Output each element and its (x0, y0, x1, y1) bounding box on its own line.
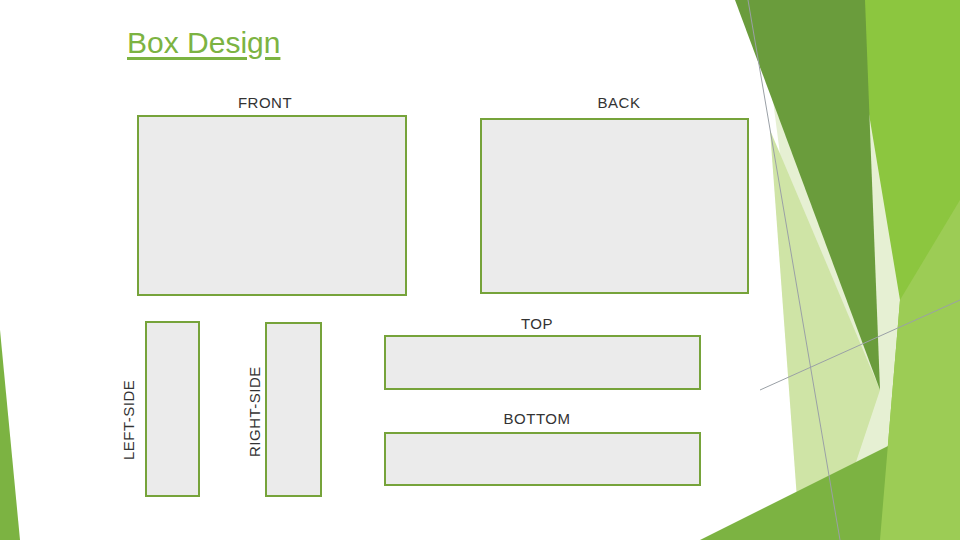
box-panel: TOP (384, 335, 701, 390)
box-panel: LEFT-SIDE (145, 321, 200, 497)
facet-line (760, 300, 960, 390)
panel-label: RIGHT-SIDE (246, 367, 264, 458)
facet (880, 200, 960, 540)
facet (0, 330, 20, 540)
box-panel: RIGHT-SIDE (265, 322, 322, 497)
panel-label: TOP (521, 315, 553, 333)
panel-label: BOTTOM (504, 410, 571, 428)
box-panel: FRONT (137, 115, 407, 296)
panel-label: BACK (598, 94, 641, 112)
facet-line (748, 0, 840, 540)
box-panel: BACK (480, 118, 749, 294)
box-panel: BOTTOM (384, 432, 701, 486)
panel-label: FRONT (238, 94, 292, 112)
slide-title: Box Design (127, 26, 280, 60)
facet (735, 0, 880, 390)
panel-label: LEFT-SIDE (120, 380, 138, 460)
